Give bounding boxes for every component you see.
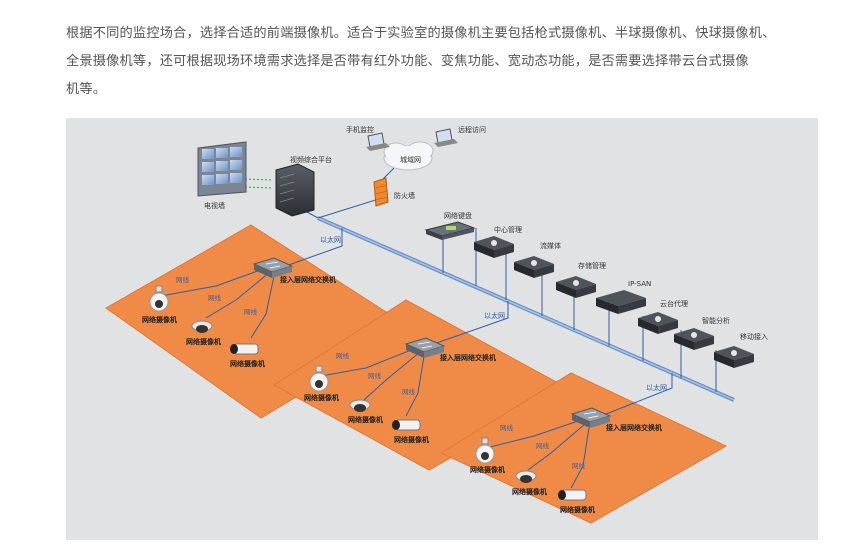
access-switch-1-label: 接入层网络交换机	[280, 275, 336, 284]
zone-plate-3	[439, 372, 728, 524]
wan-cloud-icon	[383, 141, 434, 171]
camera-1b-label: 网络摄像机	[186, 337, 221, 346]
cable-label-1b: 网线	[208, 293, 222, 302]
remote-access-label: 远程访问	[458, 125, 486, 134]
cable-label-1c: 网线	[244, 307, 258, 316]
ethernet-label-1: 以太网	[320, 235, 341, 244]
camera-1a-label: 网络摄像机	[142, 315, 177, 324]
dome-camera-2-icon	[349, 399, 371, 412]
cable-label-2c: 网线	[402, 387, 416, 396]
ptz-proxy-label: 云台代理	[660, 299, 688, 308]
video-platform-label: 视频综合平台	[290, 155, 332, 164]
dome-camera-3-icon	[515, 470, 537, 483]
cable-label-2a: 网线	[336, 351, 350, 360]
ptz-proxy-server-icon	[638, 312, 678, 334]
central-mgmt-label: 中心管理	[494, 225, 522, 234]
cable-label-3a: 网线	[500, 423, 514, 432]
speed-dome-camera-3-icon	[475, 437, 495, 464]
storage-mgmt-label: 存储管理	[578, 261, 606, 270]
bullet-camera-1-icon	[230, 343, 259, 355]
bullet-camera-3-icon	[558, 489, 587, 501]
storage-mgmt-server-icon	[556, 276, 596, 298]
access-switch-2-icon	[404, 337, 446, 358]
central-mgmt-server-icon	[474, 236, 514, 258]
streaming-label: 流媒体	[540, 241, 561, 250]
intro-line-3: 机等。	[66, 82, 107, 97]
access-switch-3-icon	[570, 407, 612, 428]
mobile-access-label: 移动接入	[740, 332, 768, 341]
speed-dome-camera-2-icon	[309, 365, 329, 392]
ethernet-label-3: 以太网	[646, 383, 667, 392]
camera-2a-label: 网络摄像机	[304, 393, 339, 402]
speed-dome-camera-1-icon	[149, 285, 169, 312]
camera-2b-label: 网络摄像机	[348, 415, 383, 424]
phone-monitor-label: 手机监控	[346, 125, 374, 134]
bullet-camera-2-icon	[392, 419, 421, 431]
video-platform-rack	[275, 163, 315, 217]
cable-label-2b: 网线	[368, 371, 382, 380]
phone-monitor-laptop-icon	[366, 132, 390, 151]
camera-1c-label: 网络摄像机	[230, 359, 265, 368]
tv-wall	[197, 141, 247, 197]
tv-wall-label: 电视墙	[204, 201, 225, 210]
intro-paragraph: 根据不同的监控场合，选择合适的前端摄像机。适合于实验室的摄像机主要包括枪式摄像机…	[66, 20, 826, 104]
ip-san-label: IP-SAN	[628, 280, 651, 288]
access-switch-2-label: 接入层网络交换机	[440, 353, 496, 362]
access-switch-1-icon	[252, 257, 294, 278]
firewall-icon	[373, 177, 389, 207]
dome-camera-1-icon	[191, 320, 213, 333]
firewall-label: 防火墙	[394, 191, 415, 200]
mobile-access-server-icon	[714, 346, 754, 368]
network-keyboard-icon	[424, 221, 476, 240]
cable-label-3b: 网线	[536, 441, 550, 450]
camera-3c-label: 网络摄像机	[560, 505, 595, 514]
network-keyboard-label: 网络键盘	[444, 211, 472, 220]
smart-analysis-label: 智能分析	[702, 316, 730, 325]
cable-label-1a: 网线	[176, 275, 190, 284]
ethernet-label-2: 以太网	[484, 311, 505, 320]
ip-san-device-icon	[596, 290, 646, 314]
streaming-server-icon	[514, 256, 554, 278]
camera-3b-label: 网络摄像机	[512, 487, 547, 496]
intro-line-1: 根据不同的监控场合，选择合适的前端摄像机。适合于实验室的摄像机主要包括枪式摄像机…	[66, 26, 776, 41]
intro-line-2: 全景摄像机等，还可根据现场环境需求选择是否带有红外功能、变焦功能、宽动态功能，是…	[66, 54, 749, 69]
wan-label: 城域网	[400, 155, 421, 164]
remote-access-laptop-icon	[434, 128, 458, 147]
access-switch-3-label: 接入层网络交换机	[606, 423, 662, 432]
network-diagram: 电视墙 视频综合平台 城域网 手机监控 远程访问 防火墙	[66, 118, 818, 540]
smart-analysis-server-icon	[674, 328, 714, 350]
camera-3a-label: 网络摄像机	[470, 465, 505, 474]
cable-label-3c: 网线	[572, 461, 586, 470]
camera-2c-label: 网络摄像机	[394, 435, 429, 444]
